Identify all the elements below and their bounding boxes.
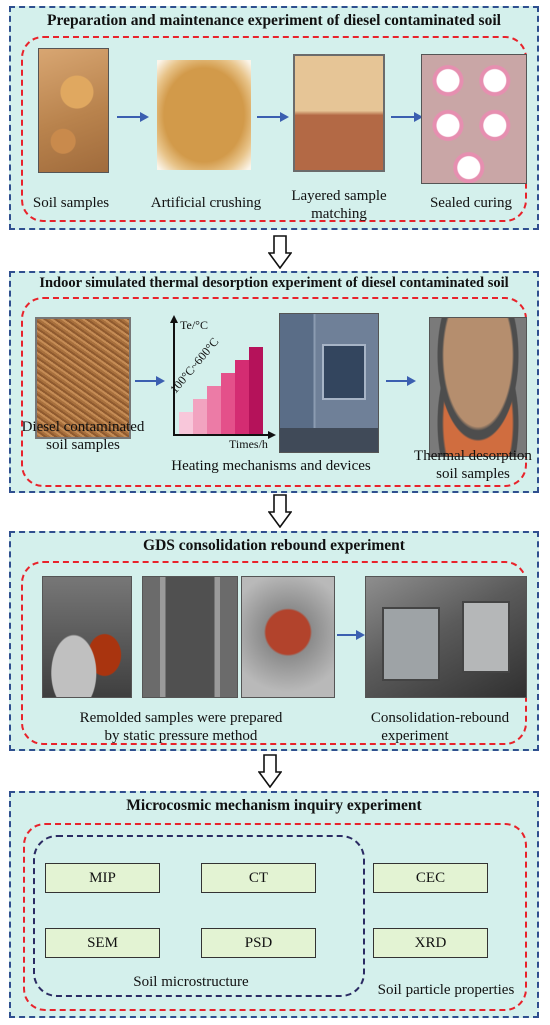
caption-layered-1: Layered sample [291,188,387,204]
panel-thermal-desorption: Indoor simulated thermal desorption expe… [9,271,539,493]
flow-arrow [391,112,423,122]
flow-arrow [257,112,289,122]
method-box-psd: PSD [201,928,316,958]
diesel-soil-photo [35,317,131,439]
panel-title: GDS consolidation rebound experiment [143,537,405,554]
static-pressure-press-photo [142,576,238,698]
layered-sample-photo [293,54,385,172]
caption-layered-2: matching [311,206,367,222]
soil-samples-photo [38,48,109,173]
caption-soil-samples: Soil samples [32,195,110,211]
microstructure-group [33,835,365,997]
heating-bar [249,347,263,434]
caption-consol-1: Consolidation-rebound [370,710,510,726]
method-box-sem: SEM [45,928,160,958]
heating-bar [221,373,235,434]
remolded-specimen-photo [241,576,335,698]
heating-bar [235,360,249,434]
method-box-mip: MIP [45,863,160,893]
heating-bar [207,386,221,434]
caption-diesel-1: Diesel contaminated [21,419,145,435]
heating-bars [175,323,265,434]
caption-diesel-2: soil samples [46,437,120,453]
method-box-ct: CT [201,863,316,893]
chart-x-axis [173,434,269,436]
y-axis-arrow-icon [170,315,178,323]
caption-consol-2: experiment [381,728,449,744]
panel-microcosmic-mechanism: Microcosmic mechanism inquiry experiment… [9,791,539,1018]
panel-preparation: Preparation and maintenance experiment o… [9,6,539,230]
consolidation-apparatus-photo [365,576,527,698]
caption-remold-1: Remolded samples were prepared [79,710,283,726]
caption-soil-particle-properties: Soil particle properties [377,982,515,998]
caption-sealed-curing: Sealed curing [429,195,513,211]
y-axis-label: Te/°C [180,318,208,332]
caption-thermal-2: soil samples [436,466,510,482]
caption-remold-2: by static pressure method [104,728,258,744]
device-base [280,428,378,452]
thermal-desorption-soil-photo [429,317,527,457]
caption-heating: Heating mechanisms and devices [171,458,371,474]
crushed-soil-photo [157,60,251,170]
heating-bar [193,399,207,434]
panel-title: Indoor simulated thermal desorption expe… [39,275,509,291]
panel-title: Microcosmic mechanism inquiry experiment [126,797,422,814]
heating-bar [179,412,193,434]
sealed-curing-photo [421,54,527,184]
flow-arrow [386,376,416,386]
caption-thermal-1: Thermal desorption [414,448,532,464]
flow-arrow [135,376,165,386]
thermal-desorption-device-photo [279,313,379,453]
method-box-xrd: XRD [373,928,488,958]
method-box-cec: CEC [373,863,488,893]
flow-arrow [117,112,149,122]
panel-title: Preparation and maintenance experiment o… [47,12,501,29]
caption-artificial-crushing: Artificial crushing [150,195,262,211]
apparatus-frame [382,607,440,681]
down-arrow-icon [268,494,292,528]
caption-soil-microstructure: Soil microstructure [133,974,249,990]
inner-frame [23,823,527,1011]
heating-chart: Te/°C Times/h 100°C~600°C [165,315,277,451]
apparatus-cell [462,601,510,673]
down-arrow-icon [268,235,292,269]
chart-y-axis [173,323,175,435]
flow-arrow [337,630,365,640]
down-arrow-icon [258,754,282,788]
remold-sample-photo [42,576,132,698]
x-axis-label: Times/h [229,437,268,451]
device-door [322,344,366,400]
x-axis-arrow-icon [268,431,276,439]
panel-gds-consolidation: GDS consolidation rebound experiment Rem… [9,531,539,751]
